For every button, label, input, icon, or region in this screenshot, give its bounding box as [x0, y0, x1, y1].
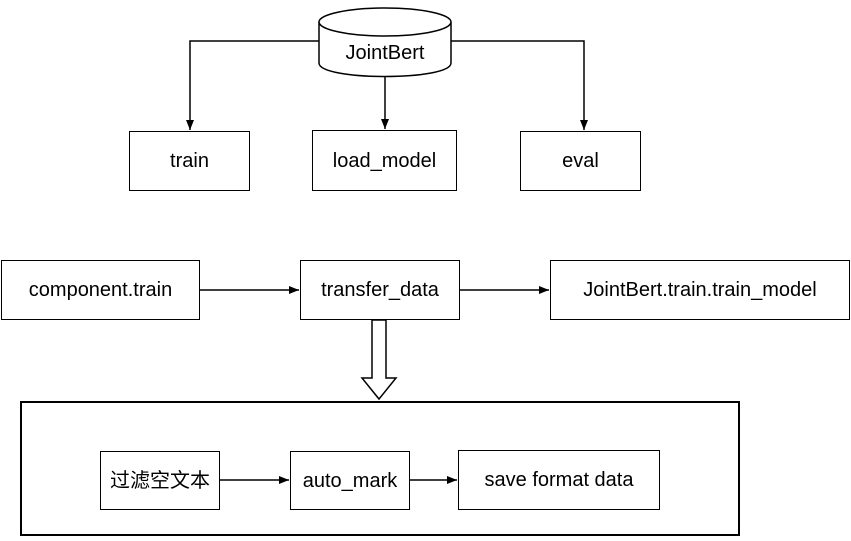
node-load-model: load_model [312, 130, 457, 191]
node-train: train [129, 131, 250, 191]
node-train-label: train [170, 150, 209, 172]
node-jointbert-db-label: JointBert [345, 41, 425, 64]
pipeline-container [20, 401, 740, 536]
node-save-format-data-label: save format data [484, 469, 634, 491]
node-save-format-data: save format data [458, 450, 660, 510]
edge-jointbert-to-eval [451, 40, 588, 130]
node-component-train-label: component.train [28, 279, 173, 301]
node-filter-empty-text-label: 过滤空文本 [110, 469, 210, 492]
node-eval: eval [520, 131, 641, 191]
edge-jointbert-to-train [186, 40, 319, 130]
node-load-model-label: load_model [332, 149, 437, 172]
node-jointbert-train-train-model-label: JointBert.train.train_model [583, 279, 817, 301]
node-transfer-data: transfer_data [300, 260, 460, 320]
node-filter-empty-text: 过滤空文本 [100, 451, 220, 510]
database-cylinder-icon [318, 7, 452, 78]
node-eval-label: eval [562, 150, 599, 172]
node-transfer-data-label: transfer_data [321, 279, 439, 301]
node-component-train: component.train [1, 260, 200, 320]
node-jointbert-train-train-model: JointBert.train.train_model [550, 260, 850, 320]
node-auto-mark-label: auto_mark [302, 469, 398, 492]
node-auto-mark: auto_mark [290, 451, 410, 510]
block-arrow-down-icon [360, 319, 398, 401]
